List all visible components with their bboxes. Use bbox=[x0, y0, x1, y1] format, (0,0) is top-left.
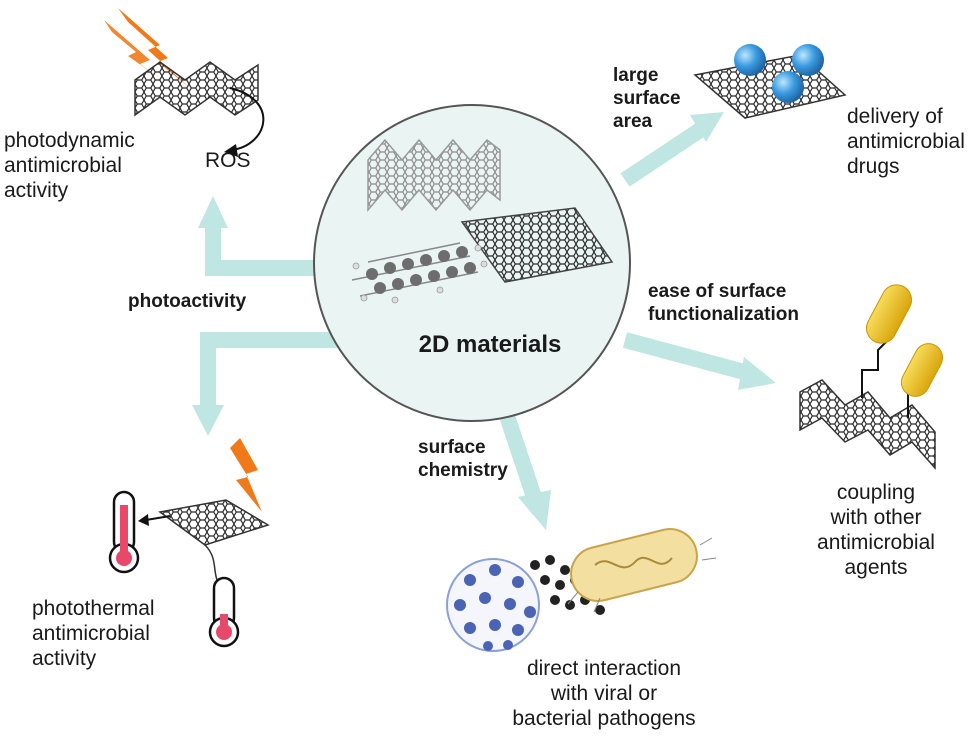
edge-label-large-surface-area: large surface area bbox=[613, 65, 681, 132]
arrow-photothermal bbox=[192, 332, 340, 436]
bacterium-icon bbox=[567, 528, 717, 613]
outcome-label-ros: ROS bbox=[205, 149, 251, 172]
outcome-label-direct-interaction: direct interaction with viral or bacteri… bbox=[512, 657, 696, 730]
edge-label-photoactivity: photoactivity bbox=[128, 291, 247, 312]
edge-label-surface-chemistry: surface chemistry bbox=[418, 437, 508, 481]
molecule-icon bbox=[351, 242, 488, 304]
lightning-icon bbox=[104, 8, 190, 88]
thermometer-arrow bbox=[138, 514, 171, 526]
photothermal-sheet-icon bbox=[158, 499, 270, 589]
thermometer-icon bbox=[108, 490, 140, 574]
virus-icon bbox=[446, 558, 540, 652]
ros-curve-arrow bbox=[224, 87, 265, 157]
arrow-drug-delivery bbox=[620, 112, 724, 187]
edge-label-surface-functionalization: ease of surface functionalization bbox=[648, 281, 799, 325]
thermometer-icon bbox=[208, 576, 240, 648]
corrugated-sheet-icon bbox=[367, 138, 501, 213]
capsule-icon bbox=[865, 284, 944, 397]
outcome-label-photodynamic: photodynamic antimicrobial activity bbox=[4, 129, 135, 202]
outcome-label-drug-delivery: delivery of antimicrobial drugs bbox=[847, 105, 965, 178]
graphene-sheet-icon bbox=[460, 207, 614, 283]
center-title: 2D materials bbox=[418, 331, 562, 358]
outcome-label-photothermal: photothermal antimicrobial activity bbox=[32, 597, 155, 670]
coupling-sheet-icon bbox=[799, 379, 936, 470]
photodynamic-sheet-icon bbox=[134, 61, 259, 117]
outcome-label-coupling: coupling with other antimicrobial agents bbox=[817, 481, 935, 579]
drug-sphere-icon bbox=[734, 44, 824, 103]
lightning-icon bbox=[230, 438, 262, 512]
arrow-coupling bbox=[622, 332, 776, 390]
arrow-photodynamic bbox=[198, 196, 320, 276]
